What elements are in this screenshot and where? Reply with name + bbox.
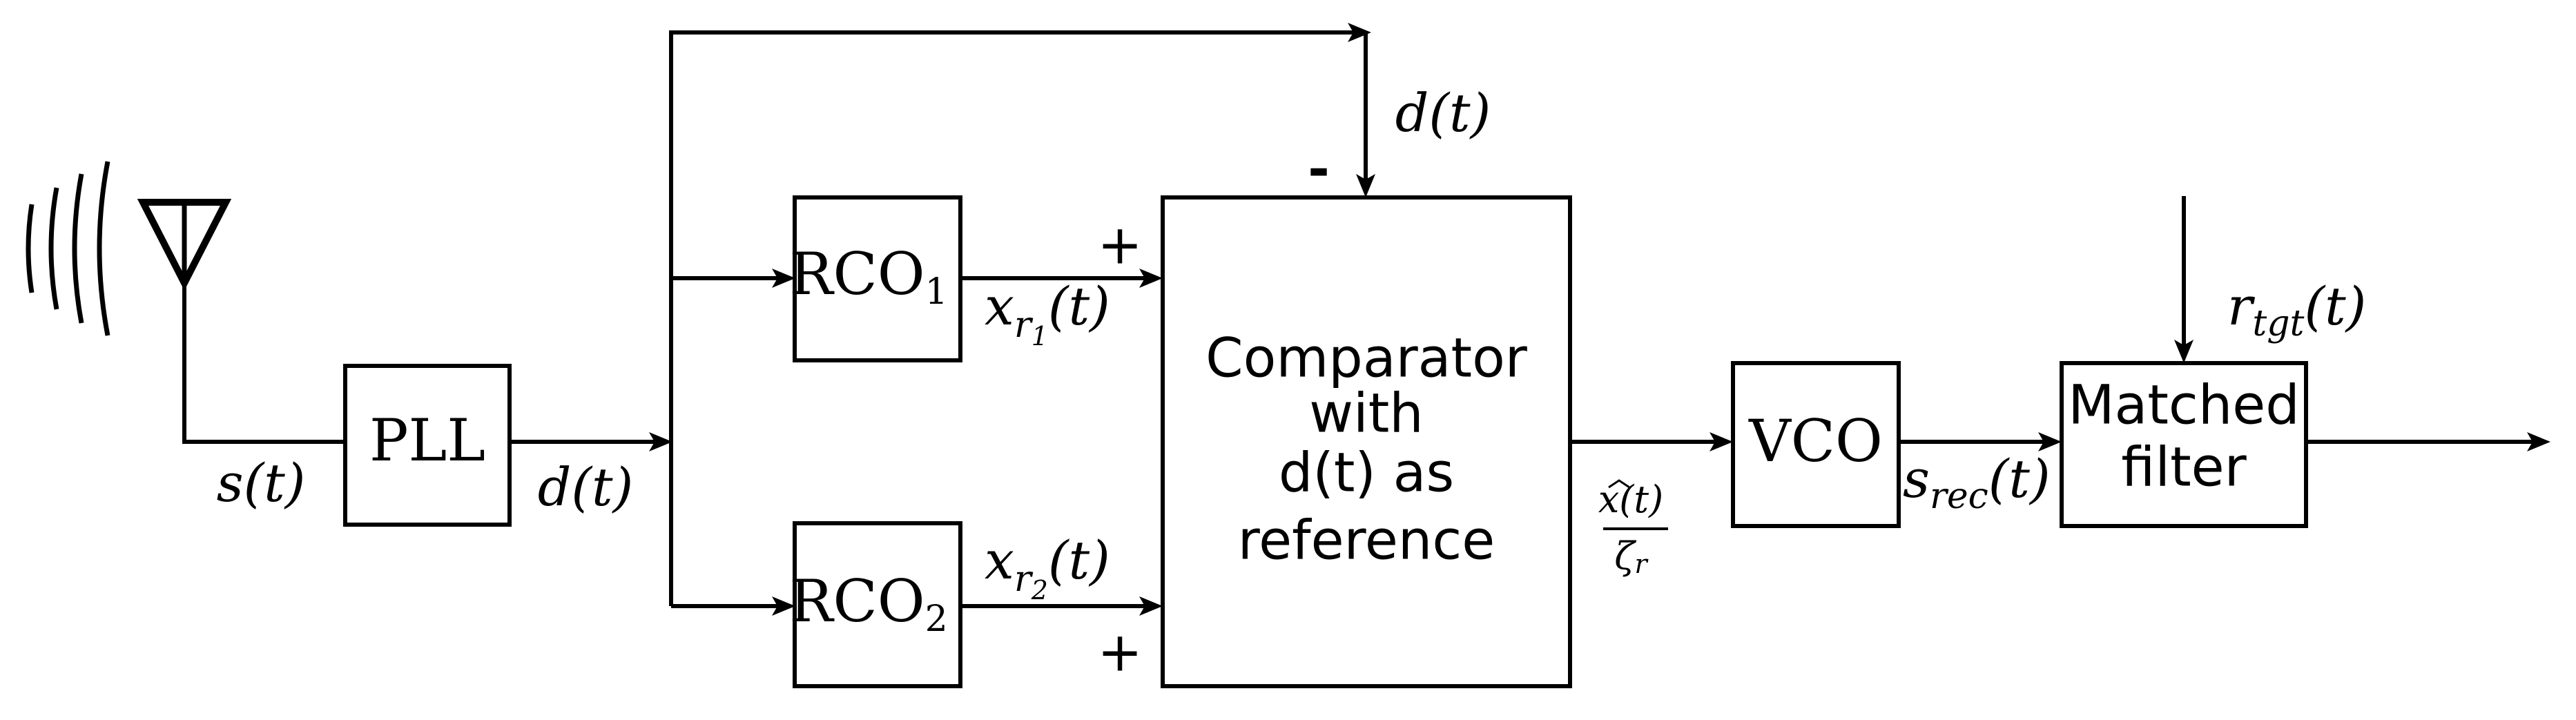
rco2-block: RCO2: [789, 521, 962, 688]
signal-label-s: s(t): [217, 452, 306, 514]
arrow-output: [2527, 432, 2550, 451]
pll-block: PLL: [343, 364, 512, 527]
ratio-hat-mark: [1608, 479, 1630, 489]
signal-label-d-reference: d(t): [1395, 82, 1491, 144]
vco-block: VCO: [1731, 361, 1901, 528]
rco2-subscript: 2: [925, 599, 948, 640]
arrow-pll-out: [649, 432, 672, 451]
ratio-denominator: ζ: [1614, 534, 1636, 578]
rco1-subscript: 1: [925, 271, 948, 313]
signal-label-srec: srec(t): [1903, 448, 2051, 517]
svg-text:RCO2: RCO2: [789, 567, 947, 640]
arrow-rtgt-in: [2174, 340, 2194, 363]
arrow-comparator-in-1: [1139, 269, 1163, 288]
arrow-comparator-in-2: [1139, 596, 1163, 616]
antenna-icon: [26, 161, 232, 336]
pll-label: PLL: [369, 407, 485, 474]
ratio-denominator-subscript: r: [1635, 549, 1649, 579]
comparator-block: Comparator with d(t) as reference: [1161, 195, 1572, 688]
arrow-rco1-in: [772, 269, 795, 288]
vco-label: VCO: [1748, 407, 1883, 475]
comparator-label-line-2: with: [1309, 382, 1423, 445]
matched-filter-label-line-1: Matched: [2068, 374, 2300, 436]
signal-label-rtgt: rtgt(t): [2227, 275, 2366, 344]
arrow-top: [1348, 23, 1371, 42]
arrow-matched-filter-in: [2038, 432, 2062, 451]
comparator-label-line-4: reference: [1238, 509, 1495, 572]
arrow-vco-in: [1710, 432, 1733, 451]
sign-plus-bottom: +: [1097, 621, 1142, 683]
rco1-block: RCO1: [789, 195, 962, 362]
sign-minus: -: [1308, 138, 1330, 200]
svg-text:RCO1: RCO1: [789, 240, 947, 313]
rco1-label: RCO: [789, 240, 924, 308]
arrow-down-comparator: [1356, 174, 1375, 197]
matched-filter-block: Matched filter: [2060, 361, 2308, 528]
rco2-label: RCO: [789, 567, 924, 635]
signal-label-d-pll-out: d(t): [538, 456, 634, 518]
signal-label-xr2: xr2(t): [985, 529, 1110, 605]
ratio-numerator: x(t): [1598, 478, 1663, 521]
sign-plus-top: +: [1097, 214, 1142, 276]
arrow-rco2-in: [772, 596, 795, 616]
comparator-label-line-1: Comparator: [1205, 327, 1528, 389]
matched-filter-label-line-2: filter: [2121, 436, 2247, 498]
comparator-label-line-3: d(t) as: [1279, 442, 1454, 504]
wire-antenna-to-pll: [182, 283, 345, 444]
signal-label-ratio: x(t) ζr: [1598, 478, 1668, 579]
svg-text:ζr: ζr: [1614, 534, 1649, 579]
signal-label-xr1: xr1(t): [985, 275, 1110, 351]
